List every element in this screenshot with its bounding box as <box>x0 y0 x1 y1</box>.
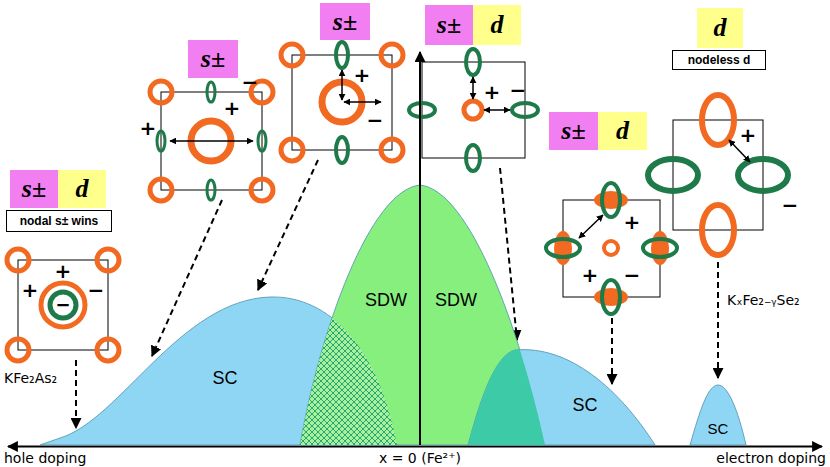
sign-label: − <box>510 80 527 100</box>
note-text: nodeless d <box>688 53 751 67</box>
s-pm-tag: s± <box>549 112 598 150</box>
sign-label: + <box>22 280 39 300</box>
fermi-surface-inset <box>150 81 273 201</box>
symmetry-label: s± <box>561 116 585 146</box>
d-wave-tag: d <box>697 8 743 48</box>
sign-label: − <box>88 280 105 300</box>
axis-label: x = 0 (Fe²⁺) <box>379 451 461 465</box>
sdw-dome: SDW <box>298 183 422 447</box>
sign-label: + <box>224 98 241 118</box>
sign-label: − <box>242 72 259 92</box>
fermi-surface-inset <box>281 42 403 163</box>
d-wave-tag: d <box>58 170 106 208</box>
phase-label: SC <box>212 368 237 389</box>
sign-label: + <box>582 265 599 285</box>
fermi-surface-inset <box>648 95 788 255</box>
symmetry-label: s± <box>437 10 461 40</box>
d-wave-tag: d <box>473 5 521 45</box>
s-pm-tag: s± <box>425 5 473 45</box>
phase-label: SC <box>572 395 597 416</box>
axis-label: hole doping <box>4 451 86 465</box>
symmetry-label: d <box>76 174 89 204</box>
symmetry-label: s± <box>333 7 357 37</box>
sign-label: − <box>55 296 70 314</box>
compound-label: KFe₂As₂ <box>4 371 57 385</box>
s-pm-tag: s± <box>10 170 58 208</box>
sign-label: + <box>140 118 157 138</box>
fermi-surface-inset <box>409 49 538 171</box>
fermi-surface-inset <box>7 249 119 361</box>
sc-dome: SC <box>688 383 748 447</box>
note-text: nodal s± wins <box>20 214 99 228</box>
phase-label: SDW <box>365 290 407 311</box>
compound-label: KₓFe₂₋ᵧSe₂ <box>727 293 800 307</box>
sign-label: + <box>740 125 757 145</box>
sc-dome: SC <box>466 346 658 447</box>
sign-label: + <box>624 212 641 232</box>
note-box: nodeless d <box>672 50 766 70</box>
sign-label: − <box>782 195 799 215</box>
note-box: nodal s± wins <box>6 210 112 232</box>
doping-axis <box>8 446 822 448</box>
sign-label: + <box>55 261 72 281</box>
phase-label: SDW <box>435 290 477 311</box>
dome-shape <box>688 383 748 447</box>
symmetry-label: d <box>616 116 629 146</box>
dome-shape <box>466 346 658 447</box>
sign-label: − <box>367 110 384 130</box>
symmetry-label: d <box>491 10 504 40</box>
symmetry-label: d <box>714 13 727 43</box>
s-pm-tag: s± <box>320 3 370 40</box>
fermi-surface-inset <box>546 183 677 314</box>
d-wave-tag: d <box>598 112 647 150</box>
sign-label: − <box>624 265 641 285</box>
sign-label: + <box>484 82 501 102</box>
symmetry-label: s± <box>201 44 225 74</box>
phase-label: SC <box>708 420 729 437</box>
symmetry-label: s± <box>22 174 46 204</box>
sign-label: + <box>354 65 371 85</box>
axis-label: electron doping <box>716 451 826 465</box>
s-pm-tag: s± <box>188 40 238 78</box>
dome-shape <box>298 183 422 447</box>
